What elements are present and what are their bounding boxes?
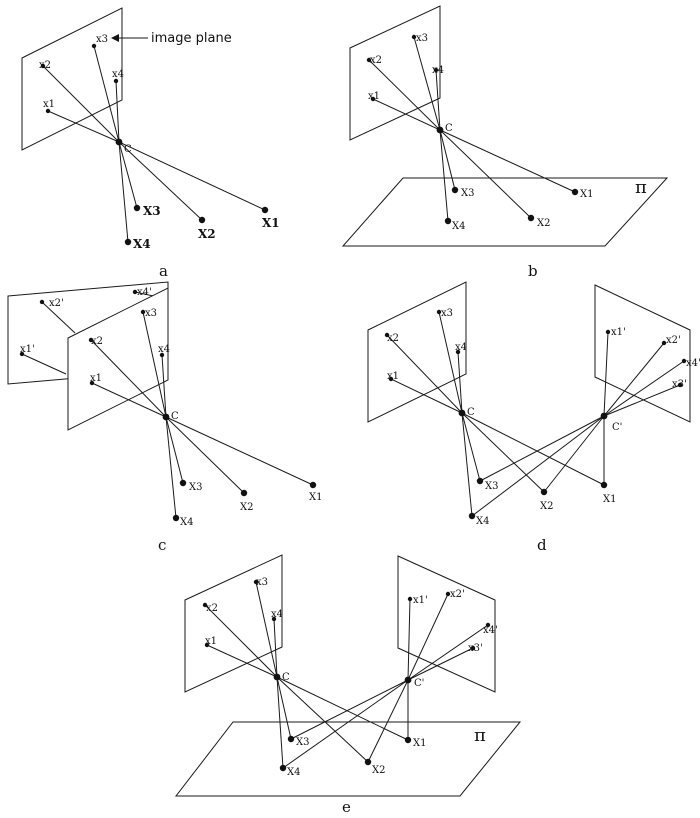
label-X4: X4	[452, 221, 465, 232]
label-x1: x1	[90, 373, 102, 384]
label-camera-centre: C	[171, 411, 179, 422]
label-x4: x4	[112, 69, 124, 80]
label-X3: X3	[461, 188, 474, 199]
panel-e-world-plane	[174, 721, 522, 797]
label-x2: x2	[39, 60, 51, 71]
label-X2: X2	[537, 218, 550, 229]
label-X1: X1	[580, 189, 593, 200]
caption-b: b	[528, 262, 538, 280]
label-x3: x3	[96, 34, 108, 45]
label-X4: X4	[133, 237, 151, 251]
panel-e-left-image-plane	[184, 554, 283, 693]
label-x1: x1	[43, 99, 55, 110]
label-x3: x3	[145, 308, 157, 319]
label-camera-centre: C	[467, 407, 475, 418]
label-X4: X4	[287, 767, 300, 778]
label-x2: x2	[370, 55, 382, 66]
label-x3: x3	[416, 33, 428, 44]
label-camera-centre-2: C'	[612, 422, 622, 433]
label-xp2: x2'	[49, 298, 64, 309]
label-xp3: x3'	[672, 379, 687, 390]
label-x2: x2	[206, 603, 218, 614]
label-x1: x1	[368, 91, 380, 102]
label-x3: x3	[441, 308, 453, 319]
label-X3: X3	[189, 482, 202, 493]
label-x4: x4	[271, 609, 283, 620]
label-x3: x3	[256, 577, 268, 588]
caption-c: c	[158, 536, 166, 554]
panel-b-world-plane	[341, 177, 669, 247]
label-xp4: x4'	[483, 625, 498, 636]
panel-e-right-image-plane	[397, 555, 496, 693]
label-camera-centre: C	[282, 672, 290, 683]
label-xp1: x1'	[611, 327, 626, 338]
label-xp2: x2'	[666, 335, 681, 346]
label-x2: x2	[91, 336, 103, 347]
panel-d-left-image-plane	[367, 281, 467, 423]
label-X2: X2	[372, 765, 385, 776]
label-x1: x1	[205, 636, 217, 647]
label-x4: x4	[158, 344, 170, 355]
label-X3: X3	[296, 737, 309, 748]
label-x1: x1	[387, 371, 399, 382]
label-X1: X1	[603, 494, 616, 505]
panel-b-image-plane	[349, 5, 441, 141]
label-xp1: x1'	[413, 595, 428, 606]
label-X3: X3	[485, 481, 498, 492]
label-X1: X1	[413, 738, 426, 749]
label-camera-centre-2: C'	[414, 678, 424, 689]
label-X2: X2	[240, 502, 253, 513]
label-X1: X1	[309, 492, 322, 503]
image-plane-annotation: image plane	[151, 31, 232, 46]
panel-d: x3 x2 x1 x4 x1' x2' x4' x3' C C' X1 X2 X…	[367, 281, 700, 554]
caption-a: a	[159, 262, 168, 280]
panel-c-image-plane	[67, 287, 169, 431]
caption-e: e	[342, 798, 351, 816]
caption-d: d	[537, 536, 547, 554]
label-x4: x4	[455, 342, 467, 353]
label-xp2: x2'	[450, 589, 465, 600]
label-xp4: x4'	[137, 287, 152, 298]
panel-a: x3 x2 x1 x4 C X1 X2 X3 X4 image plane a	[21, 7, 280, 280]
label-X1: X1	[262, 216, 280, 230]
plane-pi-label: π	[474, 725, 486, 746]
label-camera-centre: C	[445, 123, 453, 134]
label-xp1: x1'	[20, 344, 35, 355]
label-xp4: x4'	[686, 358, 700, 369]
label-x4: x4	[432, 65, 444, 76]
label-X4: X4	[180, 517, 193, 528]
panel-e: x3 x2 x1 x4 x1' x2' x4' x3' C C' X1 X2 X…	[174, 554, 522, 816]
panel-d-right-image-plane	[594, 284, 691, 423]
camera-centre-point	[115, 138, 123, 146]
panel-c: x2' x1' x4' x3 x2 x1 x4 C X1 X2 X3 X4 c	[7, 281, 322, 554]
panel-a-image-plane	[21, 7, 123, 151]
label-X2: X2	[198, 227, 216, 241]
plane-pi-label: π	[635, 177, 647, 198]
label-xp3: x3'	[468, 643, 483, 654]
label-x2: x2	[387, 333, 399, 344]
label-X3: X3	[143, 204, 161, 218]
label-X4: X4	[476, 516, 489, 527]
panel-b: x3 x2 x1 x4 C X1 X2 X3 X4 π b	[341, 5, 669, 280]
label-X2: X2	[540, 501, 553, 512]
label-camera-centre: C	[124, 144, 132, 155]
